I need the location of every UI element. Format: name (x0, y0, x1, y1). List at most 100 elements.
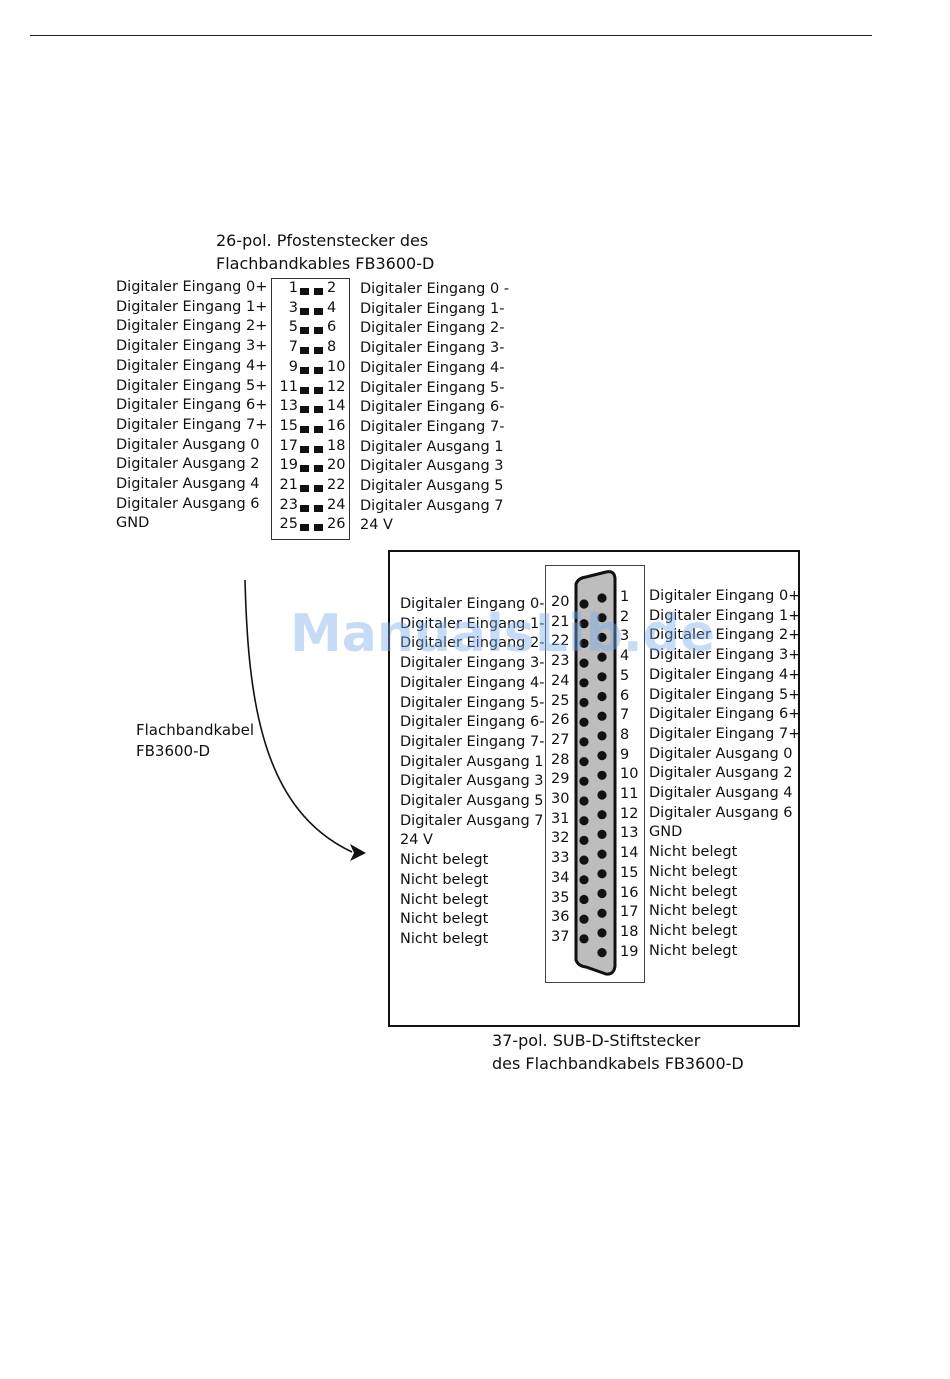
sub-d-pin (597, 613, 607, 623)
left-pin-number: 34 (551, 869, 570, 886)
pin-number-even: 8 (327, 339, 337, 356)
sub-d-pin (579, 894, 589, 905)
pin-square (314, 465, 323, 473)
right-signal-label: Digitaler Eingang 7- (360, 418, 505, 435)
pin-number-even: 6 (327, 319, 337, 336)
right-pin-label: Digitaler Eingang 2+ (649, 627, 801, 644)
sub-d-pin (579, 875, 589, 885)
pin-number-even: 18 (327, 437, 346, 454)
sub-d-pin (597, 672, 607, 682)
pin-square (314, 425, 323, 433)
sub-d-pin (597, 731, 607, 741)
right-pin-label: Nicht belegt (649, 844, 738, 861)
pin-number-odd: 9 (288, 358, 298, 375)
left-signal-label: Digitaler Eingang 0+ (116, 279, 268, 295)
pin-square (300, 485, 309, 492)
left-signal-label: Digitaler Eingang 4+ (116, 357, 268, 374)
right-pin-label: Nicht belegt (649, 922, 738, 939)
left-pin-label: Digitaler Ausgang 7 (400, 812, 544, 829)
left-pin-label: Digitaler Ausgang 3 (400, 773, 544, 790)
sub-d-pin (579, 757, 589, 767)
left-pin-label: Digitaler Eingang 3- (400, 655, 545, 672)
right-pin-number: 14 (620, 845, 639, 862)
pin-square (300, 307, 309, 315)
pin-number-odd: 7 (288, 339, 298, 356)
pin-square (314, 327, 323, 335)
pin-square (314, 288, 323, 295)
right-pin-number: 5 (620, 667, 630, 684)
right-pin-number: 18 (620, 923, 639, 940)
right-pin-label: Digitaler Eingang 3+ (649, 647, 801, 664)
sub-d-pin (579, 658, 589, 668)
right-signal-label: Digitaler Eingang 6- (360, 399, 505, 416)
left-signal-label: Digitaler Ausgang 4 (116, 476, 260, 492)
left-pin-label: Digitaler Eingang 4- (400, 674, 545, 691)
right-pin-label: Digitaler Eingang 4+ (649, 666, 801, 683)
sub-d-pin (579, 776, 589, 786)
pin-square (300, 386, 309, 394)
sub-d-pin (579, 599, 589, 609)
left-signal-label: Digitaler Eingang 5+ (116, 377, 268, 394)
right-pin-label: Nicht belegt (649, 942, 738, 959)
sub-d-pin (597, 691, 607, 702)
sub-d-pin (579, 697, 589, 708)
pin-number-odd: 23 (279, 496, 298, 513)
cable-label-line2: FB3600-D (136, 742, 211, 760)
left-pin-number: 21 (551, 613, 570, 630)
connector-37-caption-line1: 37-pol. SUB-D-Stiftstecker (492, 1031, 701, 1050)
left-pin-label: Nicht belegt (400, 930, 489, 947)
sub-d-pin (597, 711, 607, 721)
pin-square (314, 445, 323, 453)
pin-number-odd: 21 (279, 477, 298, 493)
sub-d-pin (579, 934, 589, 944)
pin-square (314, 524, 323, 532)
sub-d-pin (579, 816, 589, 826)
left-pin-label: Digitaler Eingang 6- (400, 714, 545, 731)
sub-d-pin (579, 855, 589, 865)
pin-square (300, 366, 309, 374)
left-pin-number: 35 (551, 889, 570, 906)
pin-square (314, 406, 323, 414)
left-pin-number: 24 (551, 672, 570, 689)
pin-square (314, 307, 323, 315)
pin-square (314, 347, 323, 355)
sub-d-pin (579, 678, 589, 688)
right-signal-label: Digitaler Eingang 0 - (360, 281, 510, 297)
right-pin-label: Nicht belegt (649, 903, 738, 920)
right-pin-number: 19 (620, 943, 639, 960)
right-signal-label: Digitaler Eingang 2- (360, 320, 505, 337)
right-pin-number: 13 (620, 825, 639, 842)
connector-37-pin-box (545, 565, 645, 983)
connector-26-title-line2: Flachbandkables FB3600-D (216, 254, 435, 273)
left-signal-label: Digitaler Eingang 1+ (116, 298, 268, 315)
pin-number-even: 10 (327, 358, 346, 375)
left-pin-label: 24 V (400, 832, 433, 849)
pin-number-even: 12 (327, 378, 346, 395)
right-pin-label: Nicht belegt (649, 863, 738, 880)
left-pin-number: 27 (551, 731, 570, 748)
right-pin-label: Digitaler Ausgang 2 (649, 765, 793, 782)
sub-d-pin (579, 835, 589, 846)
right-pin-label: Digitaler Eingang 7+ (649, 725, 801, 742)
left-pin-number: 23 (551, 653, 570, 670)
pin-square (314, 386, 323, 394)
left-signal-label: Digitaler Ausgang 0 (116, 436, 260, 453)
left-signal-label: Digitaler Eingang 2+ (116, 318, 268, 335)
right-signal-label: Digitaler Ausgang 3 (360, 458, 504, 475)
left-signal-label: GND (116, 515, 150, 532)
sub-d-pin (597, 751, 607, 761)
connector-37-frame (388, 550, 800, 1027)
right-signal-label: Digitaler Eingang 3- (360, 340, 505, 357)
sub-d-pin (579, 796, 589, 806)
sub-d-pin (597, 770, 607, 780)
left-pin-number: 30 (551, 791, 570, 807)
right-pin-number: 6 (620, 687, 630, 704)
left-pin-number: 26 (551, 712, 570, 729)
left-pin-number: 28 (551, 751, 570, 768)
sub-d-pin (597, 593, 607, 603)
pin-number-odd: 1 (288, 280, 298, 296)
left-pin-number: 29 (551, 771, 570, 788)
left-pin-label: Digitaler Eingang 0- (400, 596, 545, 612)
sub-d-pin (579, 914, 589, 924)
left-signal-label: Digitaler Eingang 7+ (116, 416, 268, 433)
